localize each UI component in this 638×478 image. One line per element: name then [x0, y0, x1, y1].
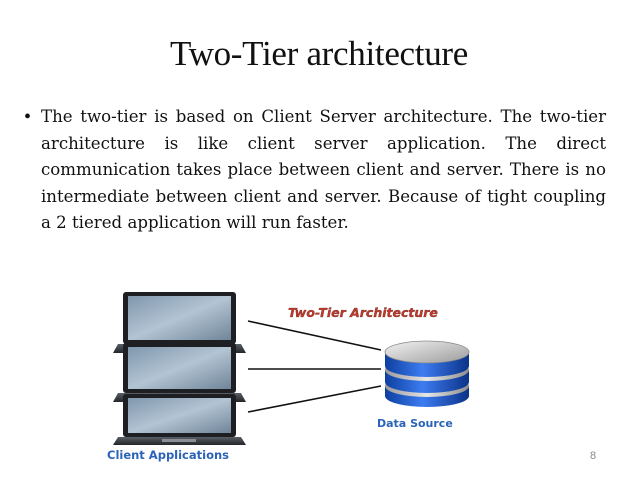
bullet-list-item: • The two-tier is based on Client Server…	[24, 104, 606, 237]
database-icon	[384, 340, 470, 407]
bullet-text: The two-tier is based on Client Server a…	[41, 107, 606, 233]
client-applications-label: Client Applications	[107, 448, 229, 462]
laptop-icon	[113, 394, 246, 445]
connection-line-1	[247, 320, 382, 351]
client-laptop-3	[113, 394, 246, 445]
data-source-label: Data Source	[377, 417, 453, 430]
laptop-icon	[113, 343, 246, 402]
diagram-title: Two-Tier Architecture	[288, 305, 438, 320]
slide-title: Two-Tier architecture	[169, 34, 469, 73]
page-number: 8	[590, 450, 597, 462]
bullet-marker: •	[24, 106, 32, 128]
connection-line-3	[247, 385, 382, 413]
client-laptop-2	[113, 343, 246, 402]
